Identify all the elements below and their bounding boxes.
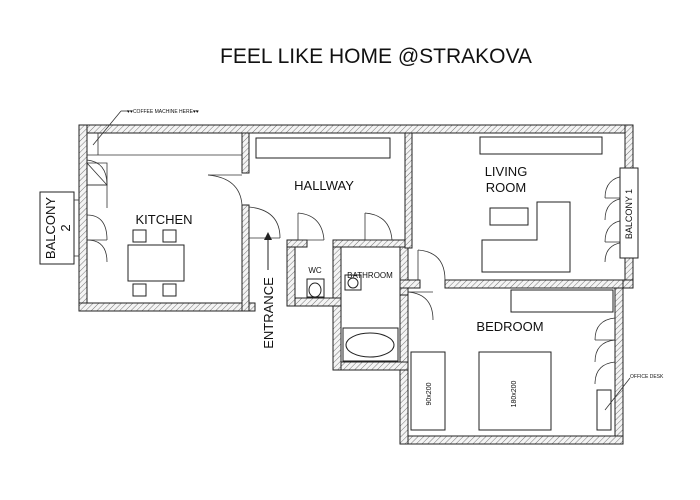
bedroom-balcony-door <box>594 317 616 385</box>
living-room-label-2: ROOM <box>486 180 526 195</box>
balcony-1 <box>619 167 639 259</box>
coffee-note: ♥♥COFFEE MACHINE HERE♥♥ <box>127 109 199 115</box>
bathroom-sink <box>344 274 362 291</box>
hallway-label: HALLWAY <box>294 178 354 193</box>
toilet <box>306 278 325 298</box>
single-bed-label: 90x200 <box>426 382 433 405</box>
dining-table <box>127 229 185 297</box>
kitchen-label: KITCHEN <box>135 212 192 227</box>
balcony-1-label: BALCONY 1 <box>624 189 634 239</box>
bedroom-wardrobe <box>510 289 614 313</box>
single-bed <box>410 351 446 431</box>
corner-sofa <box>481 201 571 273</box>
entrance-arrow <box>264 232 272 270</box>
office-desk <box>596 389 612 431</box>
double-bed <box>478 351 552 431</box>
entrance-label: ENTRANCE <box>261 277 276 349</box>
interior-doors <box>207 174 446 321</box>
plan-title: FEEL LIKE HOME @STRAKOVA <box>220 45 532 68</box>
balcony-2-number: 2 <box>58 224 73 231</box>
double-bed-label: 180x200 <box>511 380 518 407</box>
balcony-2-label: BALCONY <box>43 197 58 259</box>
hallway-wardrobe <box>255 137 391 159</box>
bathtub <box>342 327 399 362</box>
living-shelf <box>479 136 603 155</box>
living-room-label-1: LIVING <box>485 164 528 179</box>
bathroom-label: BATHROOM <box>347 271 393 280</box>
wc-label: WC <box>308 266 322 275</box>
kitchen-balcony-door <box>86 159 108 263</box>
balcony-2 <box>39 191 75 265</box>
office-desk-note: OFFICE DESK <box>630 374 664 380</box>
tv-table <box>489 207 529 226</box>
bedroom-label: BEDROOM <box>476 319 543 334</box>
